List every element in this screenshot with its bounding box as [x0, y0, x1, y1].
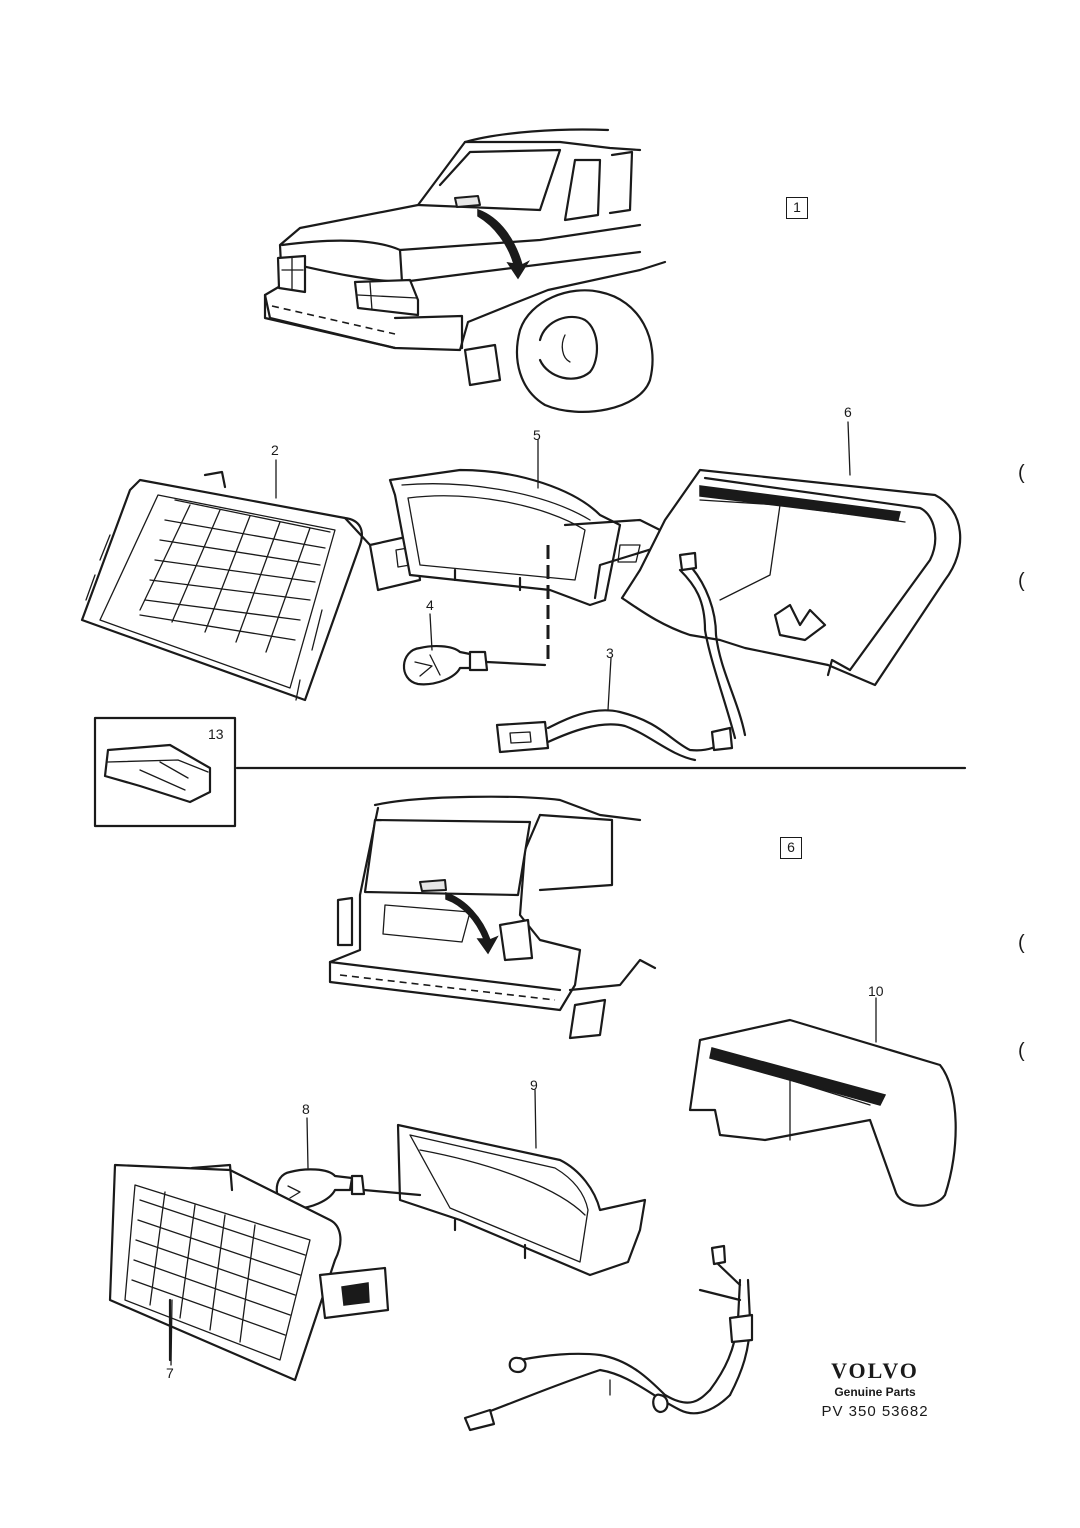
part-9-housing	[396, 1123, 647, 1277]
callout-10: 10	[868, 983, 884, 999]
sedan-rear-view	[263, 128, 667, 413]
diagram-code: PV 350 53682	[821, 1403, 929, 1420]
callout-6: 6	[844, 404, 852, 420]
callout-box-6: 6	[780, 837, 802, 859]
callout-8: 8	[302, 1101, 310, 1117]
brand-block: VOLVO Genuine Parts PV 350 53682	[815, 1358, 935, 1420]
callout-2: 2	[271, 442, 279, 458]
margin-mark: (	[1018, 462, 1025, 484]
callout-5: 5	[533, 427, 541, 443]
part-6-cover	[620, 468, 962, 687]
margin-mark: (	[1018, 570, 1025, 592]
volvo-logo: VOLVO	[831, 1358, 919, 1383]
part-5-housing	[388, 468, 662, 665]
part-3-harness	[495, 551, 747, 762]
part-7-lens	[108, 1163, 390, 1382]
callout-9: 9	[530, 1077, 538, 1093]
callout-leader-lines	[170, 421, 877, 1396]
part-2-lens	[80, 470, 422, 702]
part-10-cover	[688, 1018, 957, 1207]
brand-subtitle: Genuine Parts	[834, 1385, 916, 1399]
callout-4: 4	[426, 597, 434, 613]
callout-3: 3	[606, 645, 614, 661]
margin-mark: (	[1018, 1040, 1025, 1062]
rear-harness	[463, 1244, 754, 1432]
callout-13: 13	[208, 726, 224, 742]
margin-mark: (	[1018, 932, 1025, 954]
callout-7: 7	[166, 1365, 174, 1381]
callout-box-1: 1	[786, 197, 808, 219]
part-13-clip-box	[93, 716, 237, 828]
wagon-rear-view	[328, 795, 657, 1040]
part-8-bulb	[275, 1168, 422, 1210]
part-4-bulb	[402, 645, 547, 686]
